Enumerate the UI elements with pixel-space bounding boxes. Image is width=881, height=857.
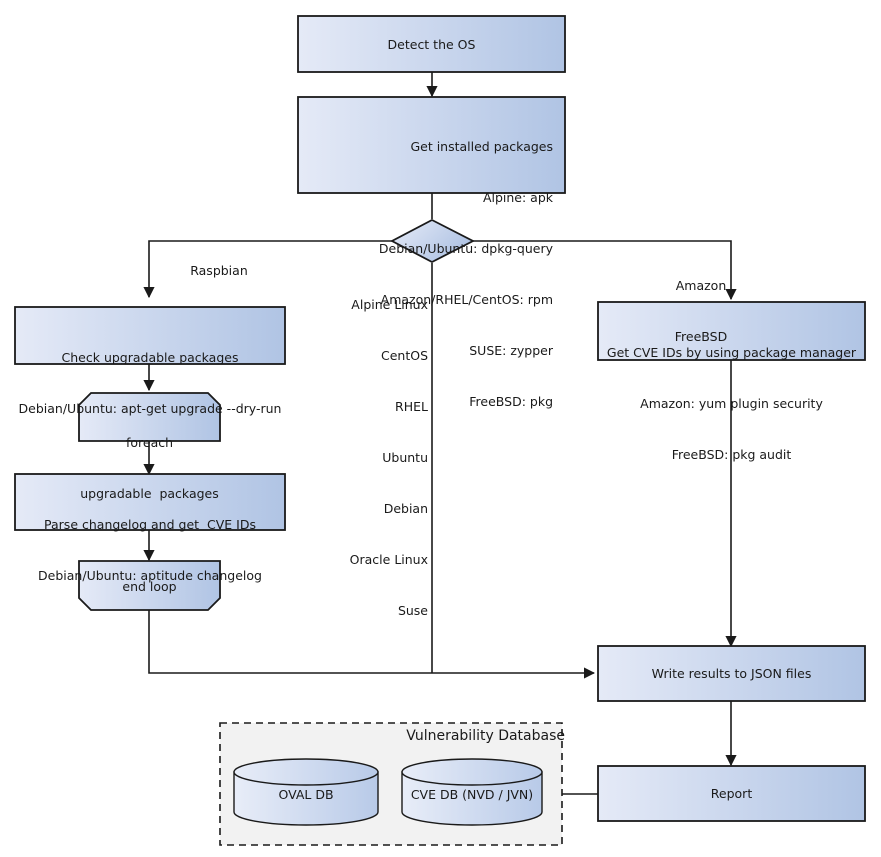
get-cve-ids-box <box>597 301 866 361</box>
foreach-loop-node[interactable] <box>79 393 220 441</box>
report-box <box>597 765 866 822</box>
get-installed-packages-node[interactable] <box>298 97 565 193</box>
os-amazon: Amazon <box>675 278 727 293</box>
os-alpine-linux: Alpine Linux <box>351 297 428 312</box>
os-freebsd: FreeBSD <box>674 329 728 344</box>
end-loop-box <box>78 560 221 611</box>
cve-db-node[interactable] <box>402 759 542 825</box>
os-debian: Debian <box>383 501 428 516</box>
os-centos: CentOS <box>380 348 428 363</box>
edge-label-middle-os-list: Alpine Linux CentOS RHEL Ubuntu Debian O… <box>288 262 428 636</box>
edge-label-right-os-list: Amazon FreeBSD <box>631 243 771 362</box>
detect-os-node[interactable] <box>298 16 565 72</box>
edge-decision-to-right <box>473 240 737 301</box>
get-cve-ids-node[interactable] <box>598 302 865 360</box>
os-suse: Suse <box>397 603 428 618</box>
end-loop-node[interactable] <box>79 561 220 610</box>
write-results-box <box>597 645 866 702</box>
report-node[interactable] <box>598 766 865 821</box>
detect-os-box <box>297 15 566 73</box>
vulnerability-database-title: Vulnerability Database <box>406 728 565 744</box>
check-upgradable-node[interactable] <box>15 307 285 364</box>
parse-changelog-box <box>14 473 286 531</box>
parse-changelog-node[interactable] <box>15 474 285 530</box>
os-decision-diamond <box>390 218 475 264</box>
os-decision-node[interactable] <box>392 220 473 262</box>
os-ubuntu: Ubuntu <box>382 450 428 465</box>
write-results-node[interactable] <box>598 646 865 701</box>
oval-db-node[interactable] <box>234 759 378 825</box>
get-installed-packages-box <box>297 96 566 194</box>
oval-db-cylinder <box>233 758 379 826</box>
cve-db-cylinder <box>401 758 543 826</box>
edge-decision-to-left <box>143 240 392 299</box>
os-oracle-linux: Oracle Linux <box>349 552 428 567</box>
foreach-loop-box <box>78 392 221 442</box>
check-upgradable-box <box>14 306 286 365</box>
edge-endloop-to-write <box>148 610 596 679</box>
edge-label-raspbian: Raspbian <box>190 263 248 278</box>
os-rhel: RHEL <box>395 399 428 414</box>
